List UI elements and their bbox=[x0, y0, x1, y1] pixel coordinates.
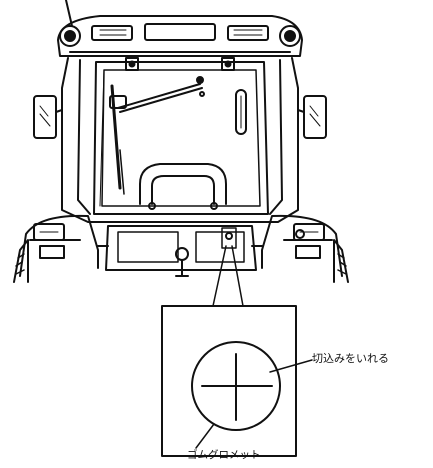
cut-annotation-label: 切込みをいれる bbox=[312, 352, 389, 365]
left-fender bbox=[19, 214, 99, 277]
grommet-location bbox=[221, 227, 237, 249]
cab-roof bbox=[57, 15, 303, 57]
window-hinges bbox=[125, 57, 235, 71]
antenna bbox=[65, 0, 73, 27]
right-mirror bbox=[297, 95, 327, 139]
seat-back bbox=[139, 163, 227, 210]
rear-lower-panel bbox=[97, 225, 263, 271]
callout-leader-lines bbox=[212, 245, 244, 307]
right-work-light bbox=[279, 25, 301, 47]
rear-window bbox=[93, 61, 269, 215]
rear-wiper bbox=[109, 76, 205, 113]
right-rear-tire bbox=[333, 239, 349, 283]
left-rear-tire bbox=[13, 239, 29, 283]
left-mirror bbox=[33, 95, 63, 139]
left-work-light bbox=[59, 25, 81, 47]
window-handle bbox=[235, 89, 247, 135]
grommet-detail bbox=[191, 341, 281, 431]
cab-frame bbox=[61, 57, 299, 223]
grommet-leader-line bbox=[195, 423, 215, 449]
right-fender bbox=[261, 214, 343, 277]
cut-leader-line bbox=[269, 359, 313, 373]
callout-box bbox=[161, 305, 297, 457]
hitch bbox=[175, 247, 189, 277]
gas-strut bbox=[110, 84, 125, 195]
grommet-annotation-label: ゴムグロメット bbox=[187, 449, 261, 461]
